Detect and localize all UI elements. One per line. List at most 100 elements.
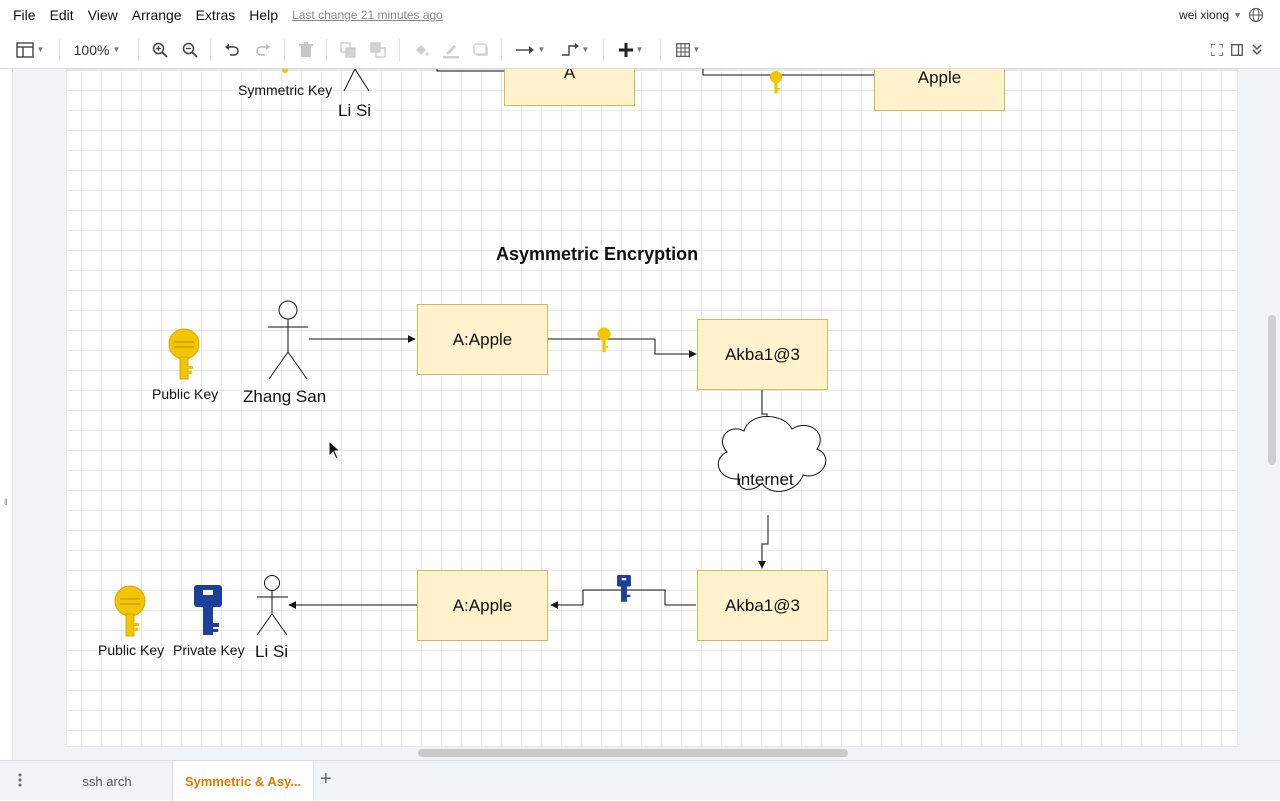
format-toggle-button[interactable] — [1228, 30, 1246, 69]
diagram-page[interactable] — [66, 69, 1238, 747]
menu-extras[interactable]: Extras — [195, 7, 236, 23]
tab-ssh-arch[interactable]: ssh arch — [82, 773, 132, 789]
plus-icon — [618, 42, 633, 57]
toolbar: ▼ 100% ▼ ▼ ▼ — [0, 30, 1280, 69]
chevron-down-icon: ▼ — [36, 45, 45, 54]
plaintext-box-top[interactable]: A:Apple — [417, 304, 548, 375]
menu-view[interactable]: View — [87, 7, 118, 23]
edge-plain-to-cipher[interactable] — [548, 338, 697, 358]
toolbar-divider — [284, 39, 285, 61]
private-key-icon[interactable] — [194, 585, 222, 635]
ciphertext-box-bottom[interactable]: Akba1@3 — [697, 570, 828, 641]
edge-internet-to-cipher[interactable] — [758, 515, 769, 569]
top-li-si-label: Li Si — [338, 101, 372, 120]
arrow-right-icon — [515, 45, 534, 54]
plaintext-box-bottom[interactable]: A:Apple — [417, 570, 548, 641]
menubar: File Edit View Arrange Extras Help Last … — [0, 0, 1280, 30]
zhang-san-actor[interactable] — [268, 300, 308, 380]
redo-button[interactable] — [252, 30, 274, 69]
toolbar-divider — [660, 39, 661, 61]
resize-handle-icon[interactable]: ‖ — [4, 497, 8, 507]
zhang-san-label: Zhang San — [243, 387, 327, 406]
user-menu[interactable]: wei xiong ▼ — [1179, 0, 1264, 30]
top-box-apple[interactable]: Apple — [874, 69, 1005, 111]
ciphertext-box-top[interactable]: Akba1@3 — [697, 319, 828, 390]
internet-label: Internet — [736, 470, 794, 489]
public-key-icon[interactable] — [168, 328, 200, 380]
paint-bucket-icon — [416, 44, 429, 56]
globe-icon[interactable] — [1248, 7, 1264, 23]
chevron-down-icon: ▼ — [581, 45, 590, 54]
fullscreen-icon — [1211, 43, 1223, 56]
drawing-canvas[interactable]: Symmetric Key Li Si A Apple Asymmetric E… — [13, 69, 1280, 760]
top-key-icon[interactable] — [769, 70, 783, 94]
delete-button[interactable] — [295, 30, 317, 69]
connection-style-button[interactable]: ▼ — [512, 30, 548, 69]
li-si-actor[interactable] — [256, 575, 288, 636]
menu-arrange[interactable]: Arrange — [131, 7, 182, 23]
top-box-a[interactable]: A — [504, 69, 635, 106]
diagram-connectors — [114, 69, 874, 637]
toolbar-divider — [399, 39, 400, 61]
page-tabs-bar: ssh arch Symmetric & Asy... + — [0, 760, 1280, 801]
toolbar-divider — [59, 39, 60, 61]
to-back-button[interactable] — [367, 30, 389, 69]
layout-panel-icon — [15, 41, 34, 58]
zoom-select[interactable]: 100% ▼ — [66, 30, 128, 69]
to-front-icon — [340, 41, 356, 58]
more-vertical-icon[interactable] — [18, 773, 22, 787]
top-li-si-actor[interactable] — [343, 69, 370, 92]
redo-icon — [256, 43, 270, 56]
menu-help[interactable]: Help — [249, 7, 279, 23]
toolbar-divider — [138, 39, 139, 61]
chevron-down-icon: ▼ — [692, 45, 701, 54]
table-icon — [675, 42, 690, 57]
receiver-public-key-label: Public Key — [98, 642, 165, 658]
toolbar-divider — [501, 39, 502, 61]
zoom-in-icon — [152, 42, 168, 58]
private-key-label: Private Key — [173, 642, 245, 658]
encrypt-key-icon[interactable] — [597, 327, 611, 353]
fullscreen-button[interactable] — [1208, 30, 1226, 69]
undo-button[interactable] — [221, 30, 243, 69]
receiver-public-key-icon[interactable] — [114, 585, 146, 637]
diagram-title[interactable]: Asymmetric Encryption — [496, 244, 699, 264]
double-chevron-down-icon — [1252, 43, 1262, 55]
menu-file[interactable]: File — [13, 7, 36, 23]
li-si-label: Li Si — [255, 642, 289, 661]
to-back-icon — [370, 41, 386, 58]
toolbar-divider — [326, 39, 327, 61]
zoom-in-button[interactable] — [149, 30, 171, 69]
decrypt-key-icon[interactable] — [617, 575, 631, 602]
edge-top-left[interactable] — [436, 69, 504, 72]
shadow-button[interactable] — [470, 30, 492, 69]
menu-edit[interactable]: Edit — [49, 7, 74, 23]
format-panel-button[interactable]: ▼ — [12, 30, 48, 69]
zoom-level: 100% — [73, 41, 110, 58]
internet-cloud[interactable] — [717, 416, 827, 492]
top-key-icon-partial[interactable] — [282, 69, 288, 73]
symmetric-key-label: Symmetric Key — [238, 82, 333, 98]
horizontal-scrollbar[interactable] — [418, 749, 848, 757]
mouse-cursor-icon — [328, 440, 342, 460]
shadow-icon — [473, 42, 488, 56]
table-button[interactable]: ▼ — [670, 30, 706, 69]
waypoints-button[interactable]: ▼ — [557, 30, 593, 69]
pencil-icon — [443, 44, 459, 58]
waypoint-icon — [561, 42, 579, 56]
chevron-down-icon: ▼ — [112, 45, 121, 54]
zoom-out-icon — [182, 42, 198, 58]
insert-button[interactable]: ▼ — [613, 30, 649, 69]
trash-icon — [299, 41, 313, 57]
add-page-icon[interactable]: + — [320, 768, 332, 790]
edge-top-right[interactable] — [702, 69, 874, 76]
line-color-button[interactable] — [440, 30, 462, 69]
zoom-out-button[interactable] — [179, 30, 201, 69]
to-front-button[interactable] — [337, 30, 359, 69]
collapse-toolbar-button[interactable] — [1248, 30, 1266, 69]
last-change-link[interactable]: Last change 21 minutes ago — [292, 8, 443, 22]
tab-symmetric-asymmetric[interactable]: Symmetric & Asy... — [172, 761, 314, 801]
vertical-scrollbar[interactable] — [1268, 315, 1276, 465]
left-sidebar-collapsed[interactable]: ‖ — [0, 69, 13, 760]
fill-color-button[interactable] — [410, 30, 432, 69]
